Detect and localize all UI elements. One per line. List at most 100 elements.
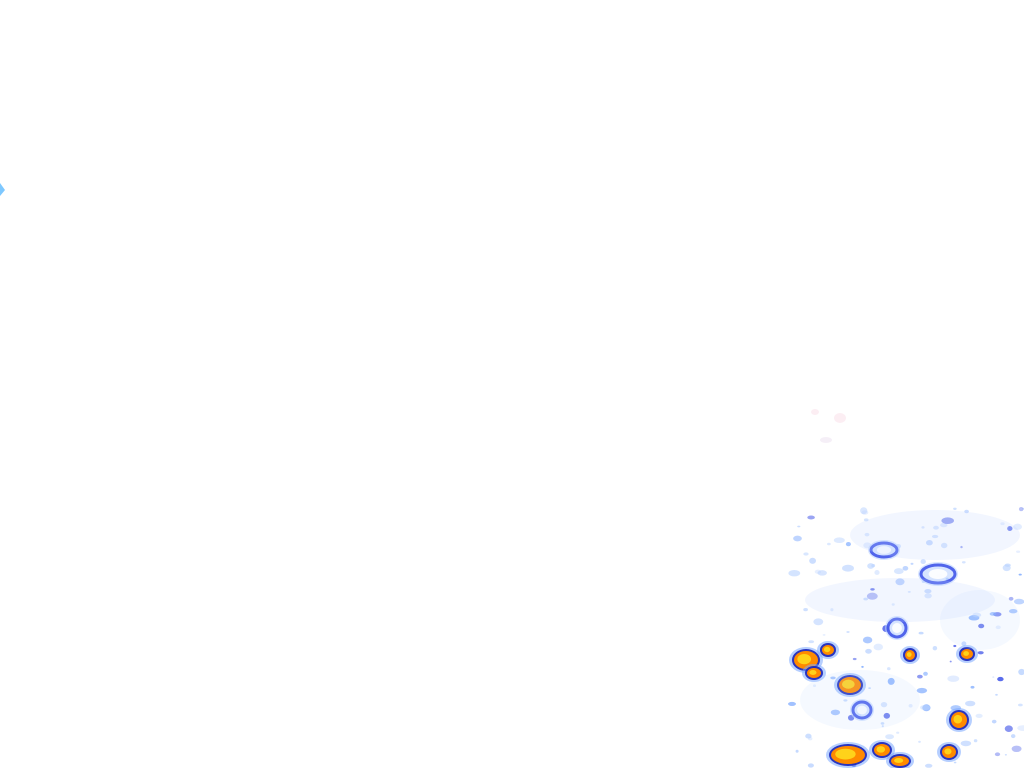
speckle: [861, 510, 869, 515]
speckle: [918, 740, 921, 743]
speckle: [1008, 596, 1014, 601]
speckle: [991, 719, 997, 724]
speckle: [827, 542, 831, 546]
hot-core: [894, 757, 904, 764]
speckle: [830, 676, 836, 680]
speckle: [1008, 608, 1018, 614]
haze-region: [800, 670, 920, 730]
speckle: [953, 507, 957, 510]
speckle: [977, 651, 984, 655]
speckle: [920, 704, 931, 711]
edge-mark: [0, 183, 5, 196]
speckle: [833, 537, 845, 544]
speckle: [924, 588, 932, 594]
speckle: [797, 525, 801, 528]
speckle: [1018, 703, 1023, 707]
speckle: [1007, 525, 1013, 532]
speckle: [1010, 734, 1016, 739]
speckle: [953, 761, 957, 764]
speckle: [795, 749, 799, 753]
speckle: [817, 570, 827, 576]
speckle: [807, 515, 815, 520]
speckle: [910, 562, 914, 565]
speckle: [866, 592, 878, 600]
haze-region: [805, 578, 995, 622]
speckle: [947, 675, 960, 682]
speckle: [941, 517, 954, 524]
ring-core: [857, 705, 867, 715]
speckle: [873, 643, 884, 651]
speckle: [809, 557, 817, 564]
speckle: [1013, 523, 1023, 530]
speckle: [997, 676, 1004, 682]
speckle: [994, 752, 1001, 757]
speckle: [885, 734, 894, 740]
ring-core: [892, 623, 902, 633]
ring-blob: [886, 617, 908, 639]
speckle: [891, 603, 895, 606]
speckle: [845, 541, 851, 547]
speckle: [1018, 668, 1024, 676]
speckle: [822, 633, 826, 636]
speckle: [863, 518, 869, 522]
speckle: [989, 612, 997, 616]
speckle: [1018, 573, 1022, 576]
haze-region: [850, 510, 1020, 560]
speckle: [867, 563, 875, 569]
speckle: [887, 677, 895, 685]
speckle: [1017, 725, 1024, 732]
speckle: [807, 763, 814, 768]
speckle: [896, 731, 900, 734]
speckle: [907, 591, 911, 593]
speckle: [1013, 598, 1024, 605]
ring-blob: [919, 563, 957, 585]
speckle: [842, 564, 854, 572]
speckle: [803, 552, 809, 556]
speckle: [933, 525, 939, 530]
speckle: [975, 713, 983, 719]
speckle: [961, 561, 966, 564]
speckle: [960, 545, 963, 549]
speckle: [880, 722, 885, 725]
speckle: [793, 535, 802, 542]
speckle: [843, 699, 848, 702]
speckle: [978, 623, 985, 629]
speckle: [1011, 745, 1022, 753]
ring-core: [928, 569, 948, 579]
speckle: [931, 534, 939, 539]
speckle: [1000, 522, 1005, 526]
speckle: [995, 625, 1001, 630]
speckle: [1016, 550, 1021, 553]
hot-core: [906, 652, 912, 657]
speckle: [992, 676, 995, 678]
speckle: [949, 660, 952, 663]
speckle: [940, 542, 948, 549]
speckle: [883, 712, 891, 719]
speckle: [920, 559, 926, 565]
speckle: [923, 671, 928, 676]
speckle: [918, 631, 924, 635]
speckle: [788, 569, 801, 577]
speckle: [870, 588, 875, 591]
speckle: [830, 709, 841, 716]
speckle: [902, 565, 909, 571]
speckle: [908, 704, 913, 708]
ring-blob: [869, 541, 899, 559]
speckle: [916, 687, 928, 694]
hot-core: [842, 679, 855, 689]
speckle: [864, 532, 870, 537]
speckle: [924, 593, 932, 599]
speckle: [880, 701, 888, 708]
speckle: [925, 763, 933, 768]
speckle: [973, 739, 978, 743]
ring-blob: [851, 700, 873, 720]
speckle: [812, 684, 817, 687]
blob-group: [789, 510, 1020, 768]
speckle: [961, 641, 967, 646]
speckle: [972, 612, 982, 618]
hot-core: [953, 714, 963, 724]
speckle: [953, 644, 957, 648]
haze-region: [940, 590, 1020, 650]
